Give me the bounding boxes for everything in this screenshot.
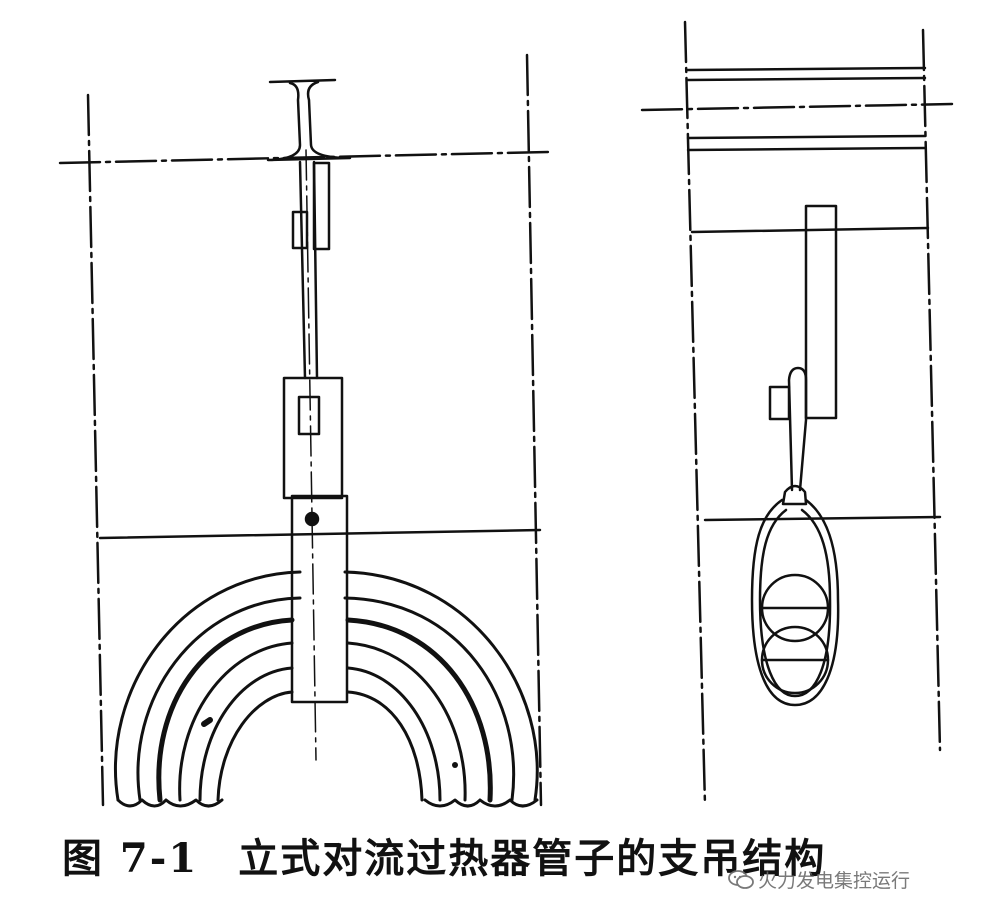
pin-hole xyxy=(304,511,320,527)
top-horizontal-line xyxy=(58,150,550,165)
rod-lug xyxy=(291,210,309,250)
loop-eye xyxy=(781,484,808,506)
side-rod xyxy=(787,366,808,492)
right-view-side xyxy=(640,20,954,807)
wechat-icon xyxy=(728,869,754,889)
beam-top-flange-2 xyxy=(686,76,927,82)
tube-loop-inner xyxy=(758,508,832,698)
left-boundary-line xyxy=(86,93,105,807)
figure-caption: 图 7-1 立式对流过热器管子的支吊结构 xyxy=(62,826,826,884)
watermark-text: 火力发电集控运行 xyxy=(758,870,911,892)
mid-horizontal-line xyxy=(98,528,542,540)
rod-clamp xyxy=(312,161,331,251)
hanger-rod-left xyxy=(298,160,307,380)
beam-bottom-flange-2 xyxy=(686,146,927,152)
support-hanger-diagram xyxy=(58,20,954,808)
u-bend-tubes xyxy=(113,570,539,808)
right-boundary-line xyxy=(525,53,543,807)
center-axis-line xyxy=(305,149,317,761)
right-horizontal-upper xyxy=(690,226,930,234)
left-view-front xyxy=(58,53,550,808)
right-left-boundary xyxy=(683,20,707,807)
right-right-boundary xyxy=(921,28,942,752)
beam-top-flange xyxy=(686,66,927,72)
figure-title: 立式对流过热器管子的支吊结构 xyxy=(238,835,827,882)
beam-bottom-flange xyxy=(686,134,927,140)
figure-number: 图 7-1 xyxy=(62,835,199,882)
watermark: 火力发电集控运行 xyxy=(728,866,910,893)
side-plate xyxy=(804,204,838,420)
i-beam xyxy=(266,78,352,162)
side-lug xyxy=(768,385,791,421)
tube-loop-outer xyxy=(750,498,840,707)
upper-block xyxy=(282,376,344,500)
upper-slot xyxy=(297,395,321,436)
beam-axis-line xyxy=(640,102,954,112)
